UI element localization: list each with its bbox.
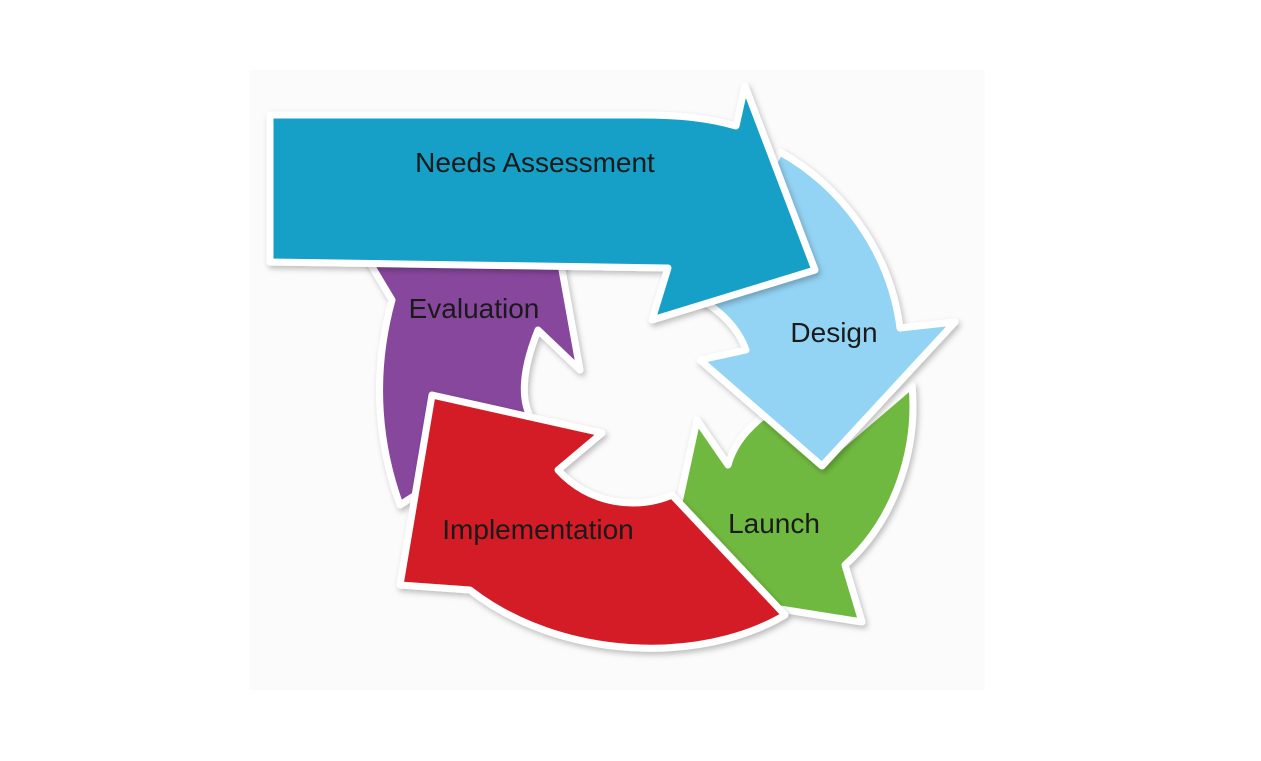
implementation-arrow	[396, 391, 789, 652]
needs-assessment-arrow	[266, 82, 819, 324]
evaluation-arrow	[346, 188, 584, 509]
needs-assessment-label: Needs Assessment	[415, 147, 655, 178]
evaluation-label: Evaluation	[409, 293, 540, 324]
design-label: Design	[790, 317, 877, 348]
implementation-label: Implementation	[442, 514, 633, 545]
launch-label: Launch	[728, 508, 820, 539]
